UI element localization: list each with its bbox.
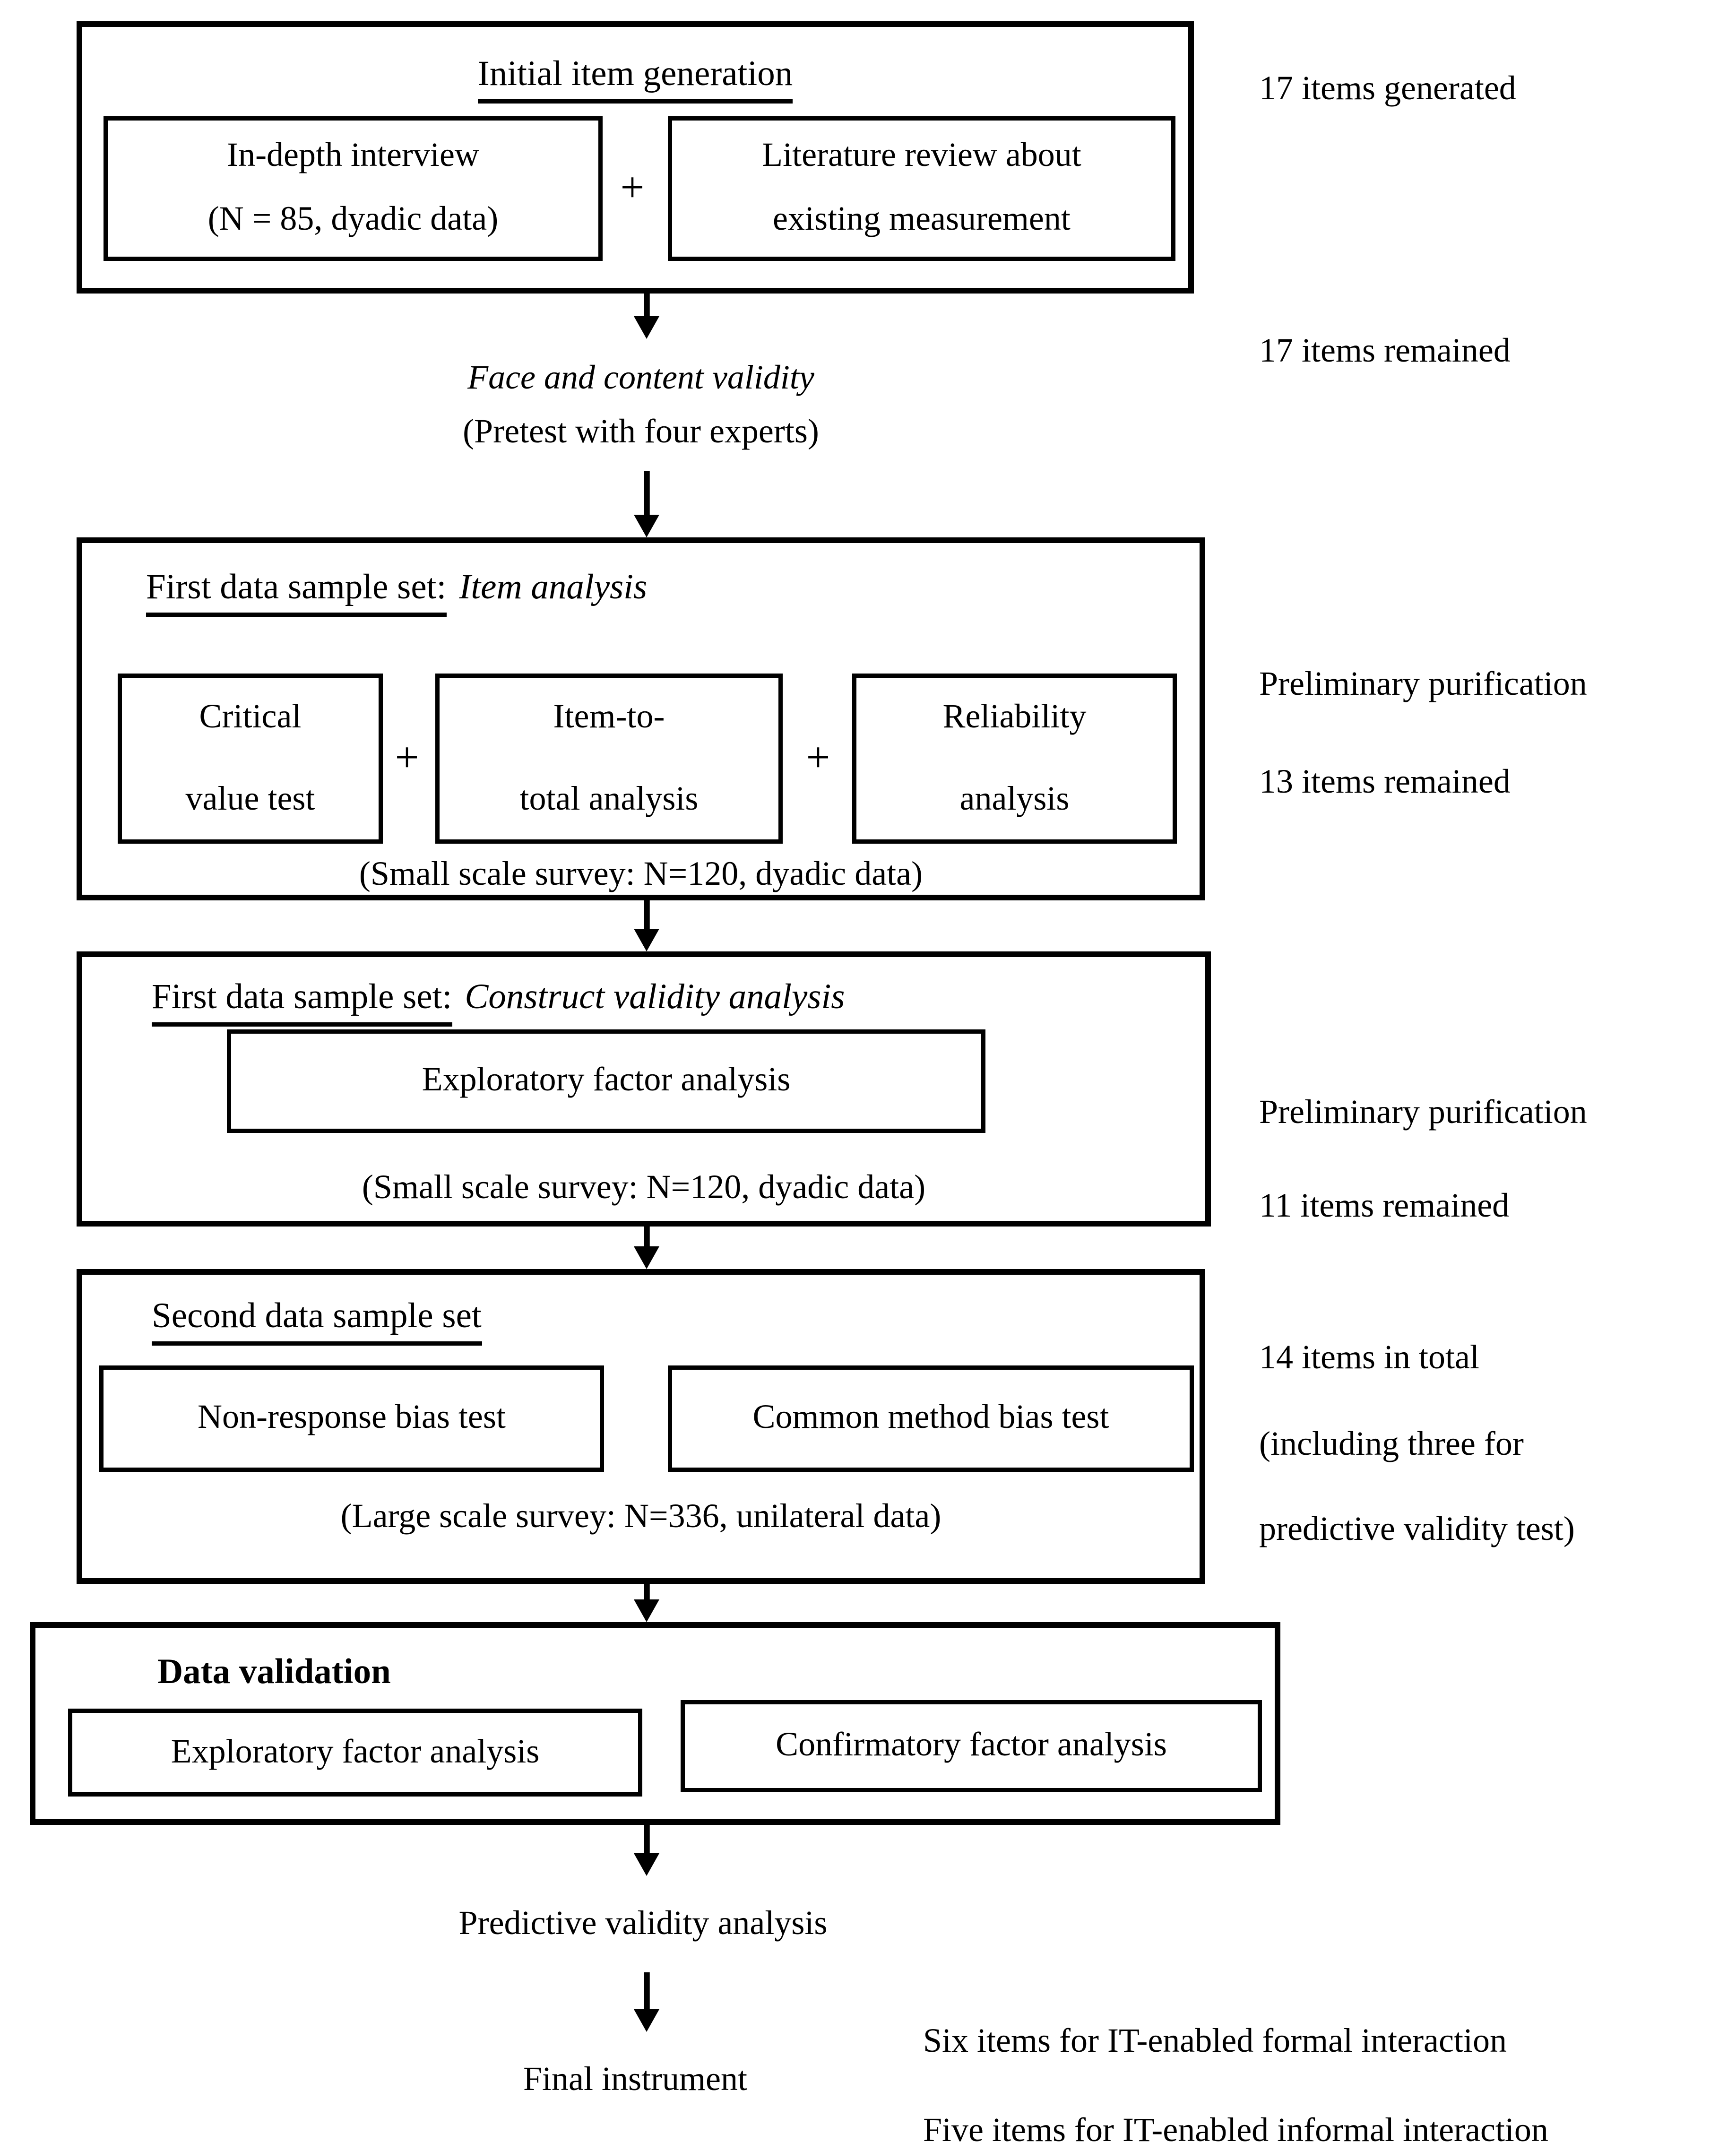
title-underline: Second data sample set [152, 1297, 482, 1346]
inner-box-literature-review: Literature review about existing measure… [668, 116, 1175, 261]
title-italic: Construct validity analysis [465, 978, 845, 1017]
box-item-analysis: First data sample set: Item analysis Crit… [77, 537, 1205, 900]
note-items-remained-13: 13 items remained [1259, 764, 1511, 801]
note-five-items-informal: Five items for IT-enabled informal inter… [923, 2113, 1548, 2150]
inner-box-item-to-total: Item-to- total analysis [435, 674, 783, 844]
caption-large-scale-survey: (Large scale survey: N=336, unilateral d… [340, 1499, 941, 1536]
arrow-head-icon [634, 316, 659, 339]
arrow-shaft [644, 900, 649, 933]
inner-box-non-response-bias-test: Non-response bias test [99, 1365, 604, 1472]
flow-arrow-1 [634, 292, 659, 339]
note-predictive-validity-test: predictive validity test) [1259, 1512, 1575, 1548]
inner-box-exploratory-factor-analysis: Exploratory factor analysis [227, 1029, 985, 1133]
arrow-head-icon [634, 515, 659, 537]
final-instrument-label: Final instrument [523, 2061, 747, 2098]
arrow-head-icon [634, 1246, 659, 1269]
title-item-analysis: First data sample set: Item analysis [146, 569, 647, 617]
title-data-validation: Data validation [157, 1653, 391, 1692]
exploratory-factor-analysis-label: Exploratory factor analysis [171, 1733, 540, 1771]
arrow-shaft [644, 1584, 649, 1604]
in-depth-interview-line2: (N = 85, dyadic data) [207, 201, 499, 238]
arrow-shaft [644, 1227, 649, 1251]
box-predictive-validity-analysis: Predictive validity analysis [367, 1876, 919, 1972]
face-content-validity-line2: (Pretest with four experts) [463, 413, 819, 450]
flow-arrow-6 [634, 1825, 659, 1876]
note-preliminary-purification: Preliminary purification [1259, 666, 1587, 703]
title-underline: Initial item generation [477, 55, 793, 104]
arrow-shaft [644, 471, 649, 519]
exploratory-factor-analysis-label: Exploratory factor analysis [422, 1062, 791, 1099]
reliability-line2: analysis [959, 781, 1070, 818]
flow-arrow-2 [634, 471, 659, 537]
face-content-validity-text: Face and content validity (Pretest with … [313, 339, 968, 471]
title-initial-item-generation: Initial item generation [82, 55, 1188, 104]
flow-arrow-5 [634, 1584, 659, 1622]
inner-box-exploratory-factor-analysis: Exploratory factor analysis [68, 1709, 642, 1797]
flow-arrow-4 [634, 1227, 659, 1269]
inner-box-in-depth-interview: In-depth interview (N = 85, dyadic data) [104, 116, 603, 261]
predictive-validity-analysis-label: Predictive validity analysis [458, 1905, 828, 1942]
note-items-in-total: 14 items in total [1259, 1340, 1479, 1377]
inner-box-common-method-bias-test: Common method bias test [668, 1365, 1194, 1472]
plus-sign: + [395, 734, 419, 781]
note-including-three: (including three for [1259, 1426, 1524, 1463]
non-response-bias-label: Non-response bias test [198, 1399, 506, 1436]
box-final-instrument: Final instrument [435, 2032, 835, 2128]
common-method-bias-label: Common method bias test [752, 1399, 1109, 1436]
inner-box-reliability-analysis: Reliability analysis [852, 674, 1177, 844]
plus-sign: + [806, 734, 830, 781]
title-underline: First data sample set: [146, 569, 447, 617]
note-items-generated: 17 items generated [1259, 71, 1516, 108]
title-italic: Item analysis [459, 569, 648, 607]
arrow-shaft [644, 292, 649, 320]
reliability-line1: Reliability [942, 699, 1087, 736]
box-second-data-sample-set: Second data sample set Non-response bias… [77, 1269, 1205, 1584]
box-construct-validity: First data sample set: Construct validity… [77, 951, 1211, 1227]
literature-review-line1: Literature review about [762, 138, 1081, 174]
confirmatory-factor-analysis-label: Confirmatory factor analysis [776, 1727, 1167, 1764]
inner-box-confirmatory-factor-analysis: Confirmatory factor analysis [681, 1700, 1262, 1792]
arrow-head-icon [634, 1853, 659, 1876]
literature-review-line2: existing measurement [773, 201, 1071, 238]
note-items-remained-11: 11 items remained [1259, 1188, 1510, 1225]
arrow-head-icon [634, 2009, 659, 2032]
note-items-remained-17: 17 items remained [1259, 333, 1511, 370]
box-face-content-validity: Face and content validity (Pretest with … [313, 339, 968, 471]
title-second-data-sample-set: Second data sample set [152, 1297, 482, 1346]
item-to-total-line1: Item-to- [553, 699, 665, 736]
face-content-validity-line1: Face and content validity [467, 359, 814, 397]
inner-box-critical-value-test: Critical value test [118, 674, 383, 844]
box-data-validation: Data validation Exploratory factor analy… [30, 1622, 1280, 1825]
flow-arrow-3 [634, 900, 659, 951]
arrow-shaft [644, 1825, 649, 1857]
critical-value-line1: Critical [199, 699, 302, 736]
note-preliminary-purification: Preliminary purification [1259, 1095, 1587, 1132]
note-six-items-formal: Six items for IT-enabled formal interact… [923, 2023, 1507, 2060]
arrow-head-icon [634, 929, 659, 951]
predictive-validity-analysis-text: Predictive validity analysis [367, 1876, 919, 1972]
title-underline: First data sample set: [152, 978, 452, 1027]
plus-sign: + [620, 164, 645, 211]
title-construct-validity: First data sample set: Construct validity… [152, 978, 845, 1027]
caption-small-scale-survey: (Small scale survey: N=120, dyadic data) [362, 1170, 926, 1207]
box-initial-item-generation: Initial item generation In-depth intervi… [77, 21, 1194, 294]
item-to-total-line2: total analysis [519, 781, 699, 818]
caption-small-scale-survey: (Small scale survey: N=120, dyadic data) [359, 856, 923, 893]
arrow-shaft [644, 1972, 649, 2013]
final-instrument-text: Final instrument [435, 2032, 835, 2128]
in-depth-interview-line1: In-depth interview [227, 138, 479, 174]
flow-arrow-7 [634, 1972, 659, 2032]
critical-value-line2: value test [185, 781, 315, 818]
arrow-head-icon [634, 1599, 659, 1622]
